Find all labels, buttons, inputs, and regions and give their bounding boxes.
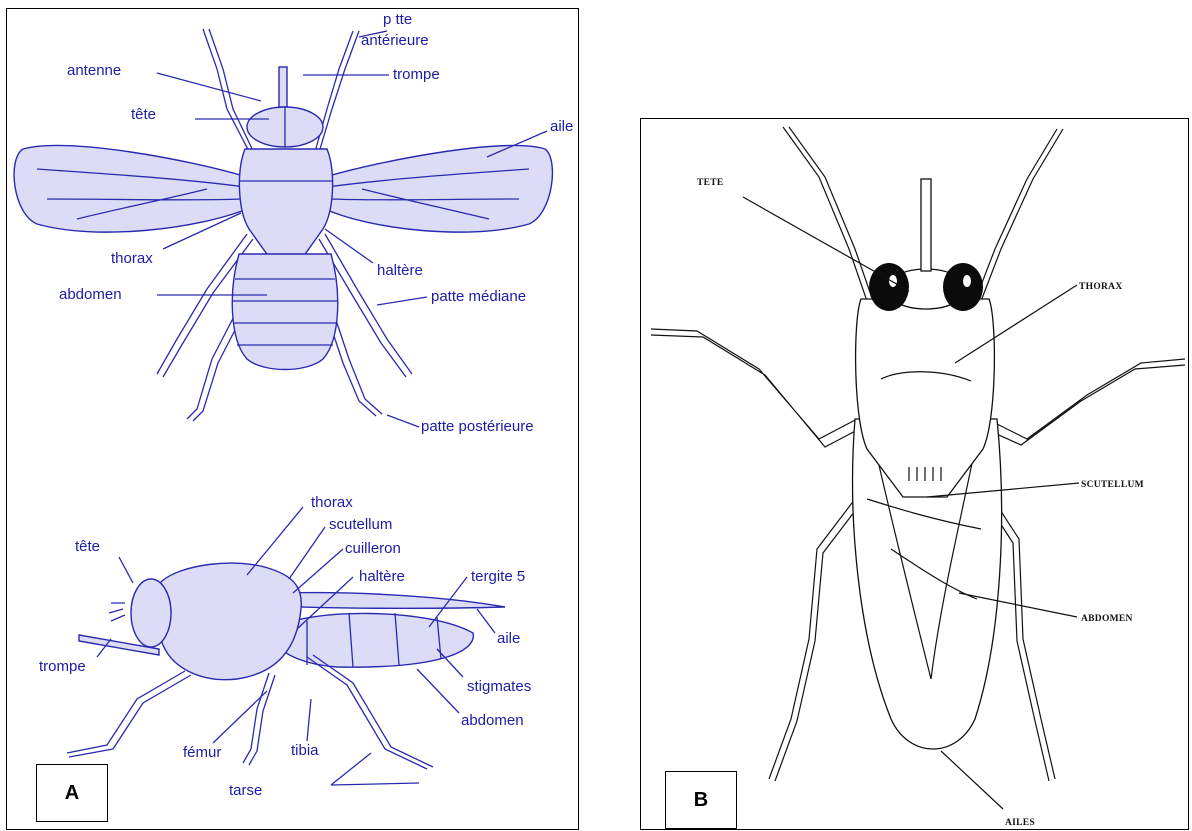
label-trompe-top: trompe	[393, 66, 440, 83]
label-tete-top: tête	[131, 106, 156, 123]
thorax-lateral-a	[156, 563, 302, 680]
right-eye-b	[943, 263, 983, 311]
label-tergite: tergite 5	[471, 568, 525, 585]
hindleg-lateral-a	[307, 655, 433, 769]
label-haltere-top: haltère	[377, 262, 423, 279]
label-haltere-side: haltère	[359, 568, 405, 585]
foreleg-lateral-a	[67, 671, 191, 757]
hind-leg-left-b	[769, 499, 861, 781]
head-lateral-a	[131, 579, 171, 647]
abdomen-dorsal-a	[232, 254, 337, 370]
label-aile-side: aile	[497, 630, 520, 647]
fore-leg-right-b	[975, 129, 1063, 301]
label-abdomen-side: abdomen	[461, 712, 524, 729]
label-abdomen-b: ABDOMEN	[1081, 614, 1133, 624]
label-thorax-side: thorax	[311, 494, 353, 511]
label-scutellum: scutellum	[329, 516, 392, 533]
label-tete-b: TETE	[697, 178, 724, 188]
label-patte-mediane: patte médiane	[431, 288, 526, 305]
thorax-dorsal-a	[239, 149, 332, 257]
mid-leg-left-b	[651, 329, 863, 447]
label-tarse: tarse	[229, 782, 262, 799]
label-patte-posterieure: patte postérieure	[421, 418, 534, 435]
label-thorax-b: THORAX	[1079, 282, 1123, 292]
panel-b: TETE THORAX SCUTELLUM ABDOMEN AILES B	[640, 118, 1189, 830]
label-abdomen-top: abdomen	[59, 286, 122, 303]
label-antenne: antenne	[67, 62, 121, 79]
lateral-fly-a	[67, 563, 505, 769]
tsetse-diagram-a: p tte antérieure antenne trompe tête ail…	[7, 9, 580, 831]
panel-b-letter: B	[665, 771, 737, 829]
proboscis-b	[921, 179, 931, 271]
label-aile-top: aile	[550, 118, 573, 135]
label-trompe-side: trompe	[39, 658, 86, 675]
right-wing-a	[325, 146, 552, 233]
fore-leg-right-a	[313, 31, 359, 159]
left-wing-a	[14, 146, 247, 233]
tsetse-diagram-b: TETE THORAX SCUTELLUM ABDOMEN AILES	[641, 119, 1190, 831]
proboscis-a	[279, 67, 287, 107]
midleg-lateral-a	[243, 673, 275, 765]
label-ailes-b: AILES	[1005, 818, 1035, 828]
label-femur: fémur	[183, 744, 221, 761]
label-tete-side: tête	[75, 538, 100, 555]
fore-leg-left-a	[203, 29, 257, 159]
label-stigmates: stigmates	[467, 678, 531, 695]
fore-leg-left-b	[783, 127, 873, 301]
fly-b	[651, 127, 1185, 809]
panel-a: p tte antérieure antenne trompe tête ail…	[6, 8, 579, 830]
label-scutellum-b: SCUTELLUM	[1081, 480, 1144, 490]
panel-a-letter: A	[36, 764, 108, 822]
label-cuilleron: cuilleron	[345, 540, 401, 557]
label-tibia: tibia	[291, 742, 319, 759]
label-thorax-top: thorax	[111, 250, 153, 267]
dorsal-fly-a	[14, 29, 552, 421]
label-patte-anterieure-2: antérieure	[361, 32, 429, 49]
mid-leg-right-b	[981, 359, 1185, 445]
abdomen-lateral-a	[279, 613, 473, 667]
label-patte-anterieure-1: p tte	[383, 11, 412, 28]
